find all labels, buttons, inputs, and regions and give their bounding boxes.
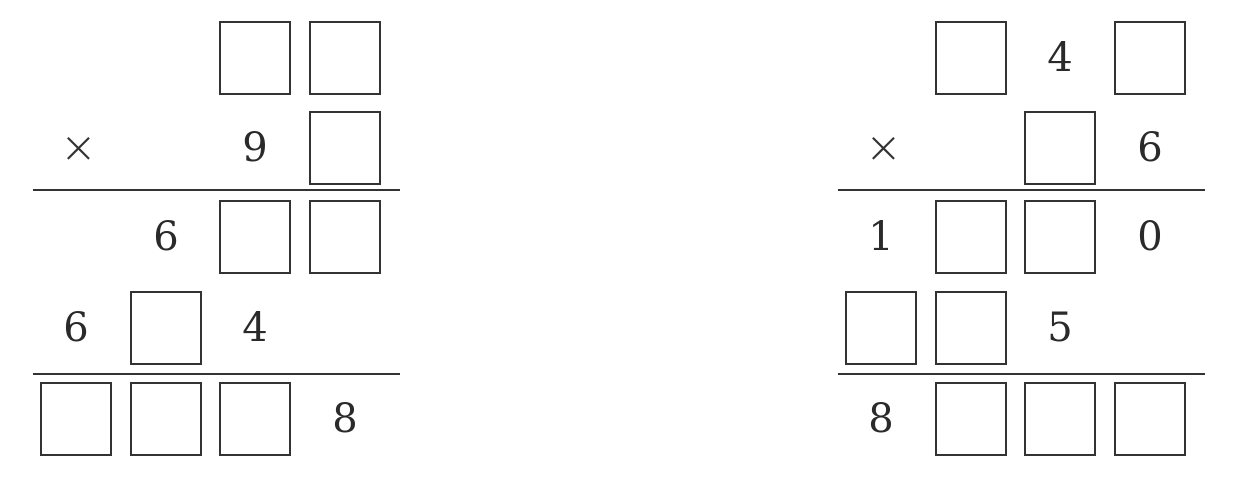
blank-box[interactable] xyxy=(309,111,381,185)
digit: 0 xyxy=(1137,214,1163,260)
blank-box[interactable] xyxy=(40,382,112,456)
blank-box[interactable] xyxy=(1024,200,1096,274)
sum-rule xyxy=(838,373,1205,375)
blank-box[interactable] xyxy=(130,382,202,456)
product-rule xyxy=(838,189,1205,191)
blank-box[interactable] xyxy=(219,21,291,95)
sum-rule xyxy=(33,373,400,375)
product-rule xyxy=(33,189,400,191)
blank-box[interactable] xyxy=(130,291,202,365)
blank-box[interactable] xyxy=(1114,382,1186,456)
blank-box[interactable] xyxy=(935,21,1007,95)
digit: 8 xyxy=(332,396,358,442)
blank-box[interactable] xyxy=(1024,382,1096,456)
blank-box[interactable] xyxy=(1024,111,1096,185)
blank-box[interactable] xyxy=(845,291,917,365)
blank-box[interactable] xyxy=(309,21,381,95)
digit: 5 xyxy=(1047,305,1073,351)
digit: 6 xyxy=(63,305,89,351)
blank-box[interactable] xyxy=(219,200,291,274)
blank-box[interactable] xyxy=(935,200,1007,274)
digit: 6 xyxy=(1137,125,1163,171)
blank-box[interactable] xyxy=(219,382,291,456)
blank-box[interactable] xyxy=(935,291,1007,365)
blank-box[interactable] xyxy=(935,382,1007,456)
digit: 8 xyxy=(868,396,894,442)
multiplication-puzzle-right: × 4 6 1 0 5 8 xyxy=(805,0,1205,479)
blank-box[interactable] xyxy=(309,200,381,274)
digit: 1 xyxy=(868,214,894,260)
digit: 9 xyxy=(242,125,268,171)
digit: 4 xyxy=(1047,35,1073,81)
multiplication-puzzle-left: × 9 6 6 4 8 xyxy=(0,0,400,479)
digit: 6 xyxy=(153,214,179,260)
blank-box[interactable] xyxy=(1114,21,1186,95)
multiply-sign: × xyxy=(865,122,902,173)
multiply-sign: × xyxy=(60,122,97,173)
digit: 4 xyxy=(242,305,268,351)
